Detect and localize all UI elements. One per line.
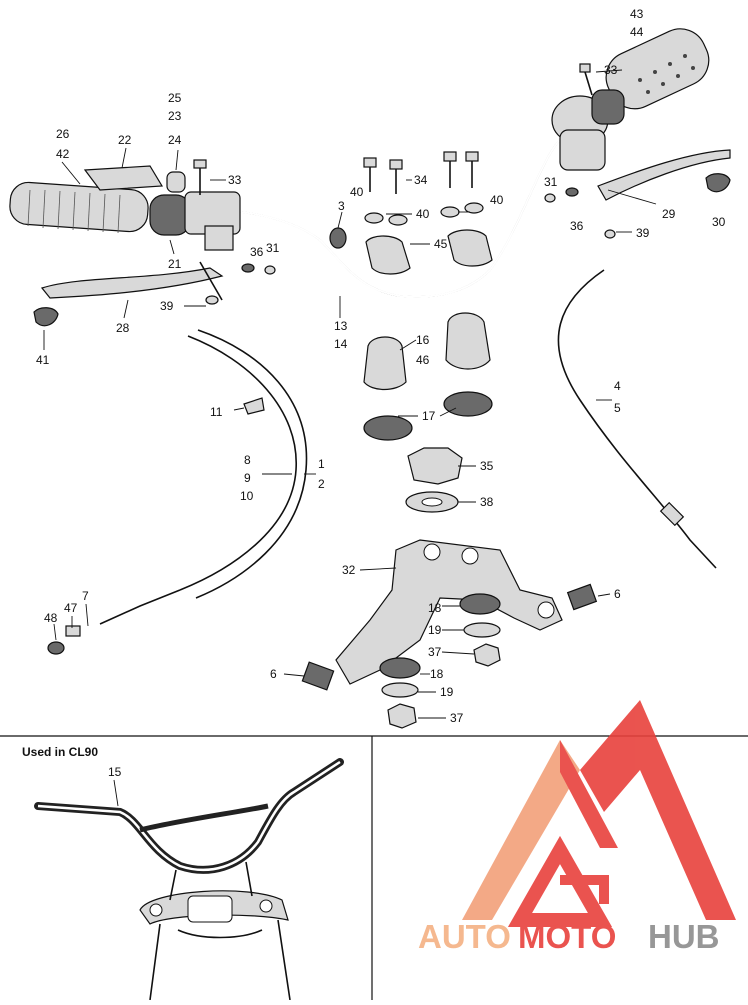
left-lever-housing: [149, 191, 241, 251]
label-33-right: 33: [604, 63, 618, 77]
cap-24: [166, 171, 186, 193]
label-25: 25: [168, 91, 182, 105]
label-13: 13: [334, 319, 348, 333]
label-33-left: 33: [228, 173, 242, 187]
watermark-text-moto: MOTO: [518, 918, 616, 955]
label-26: 26: [56, 127, 70, 141]
label-48: 48: [44, 611, 58, 625]
label-19-upper: 19: [428, 623, 442, 637]
label-43: 43: [630, 7, 644, 21]
label-17: 17: [422, 409, 436, 423]
label-45: 45: [434, 237, 448, 251]
label-40-c: 40: [490, 193, 504, 207]
lever-cap-30: [705, 173, 731, 193]
bolt-33-left: [193, 159, 207, 195]
lower-holders-16: [363, 312, 491, 391]
label-6-right: 6: [614, 587, 621, 601]
label-40-a: 40: [350, 185, 364, 199]
right-brake-lever: [597, 149, 731, 201]
label-15: 15: [108, 765, 122, 779]
washers-40: [364, 202, 484, 226]
label-18-upper: 18: [428, 601, 442, 615]
clip-3: [329, 227, 347, 249]
left-grip: [9, 181, 149, 234]
label-41: 41: [36, 353, 50, 367]
lever-cap-41: [33, 307, 59, 327]
label-31-right: 31: [544, 175, 558, 189]
watermark-logo: AUTO MOTO HUB: [418, 700, 736, 955]
label-16: 16: [416, 333, 430, 347]
label-31-left: 31: [266, 241, 280, 255]
inset-section: Used in CL90 15: [0, 735, 748, 1001]
label-2: 2: [318, 477, 325, 491]
bolts-34: [363, 151, 479, 194]
label-34: 34: [414, 173, 428, 187]
label-37-lower: 37: [450, 711, 464, 725]
label-38: 38: [480, 495, 494, 509]
right-lever-housing: [551, 89, 625, 171]
label-39-left: 39: [160, 299, 174, 313]
label-42: 42: [56, 147, 70, 161]
label-4: 4: [614, 379, 621, 393]
bracket-32: [335, 539, 563, 685]
label-3: 3: [338, 199, 345, 213]
label-5: 5: [614, 401, 621, 415]
clip-11: [243, 397, 265, 415]
label-29: 29: [662, 207, 676, 221]
label-39-right: 39: [636, 226, 650, 240]
label-18-lower: 18: [430, 667, 444, 681]
nut-35: [407, 447, 463, 485]
label-30: 30: [712, 215, 726, 229]
label-40-b: 40: [416, 207, 430, 221]
label-1: 1: [318, 457, 325, 471]
label-24: 24: [168, 133, 182, 147]
label-10: 10: [240, 489, 254, 503]
label-14: 14: [334, 337, 348, 351]
upper-clamps-45: [365, 229, 493, 275]
label-44: 44: [630, 25, 644, 39]
label-19-lower: 19: [440, 685, 454, 699]
leader-lines: [43, 69, 657, 719]
mount-hardware: [379, 593, 501, 729]
clutch-cable: [47, 329, 308, 655]
label-21: 21: [168, 257, 182, 271]
label-47: 47: [64, 601, 78, 615]
label-46: 46: [416, 353, 430, 367]
watermark-text-auto: AUTO: [418, 918, 511, 955]
bolt-33-right: [579, 63, 593, 96]
label-23: 23: [168, 109, 182, 123]
handlebar-main: [149, 139, 561, 298]
switch-22: [83, 165, 164, 191]
inset-caption: Used in CL90: [22, 745, 98, 759]
label-9: 9: [244, 471, 251, 485]
label-6-left: 6: [270, 667, 277, 681]
small-fasteners: [205, 187, 616, 305]
label-32: 32: [342, 563, 356, 577]
label-36-right: 36: [570, 219, 584, 233]
label-8: 8: [244, 453, 251, 467]
label-11: 11: [210, 405, 223, 419]
watermark-text-hub: HUB: [648, 918, 720, 955]
cable-clamps-6: [301, 583, 598, 691]
label-28: 28: [116, 321, 130, 335]
label-22: 22: [118, 133, 132, 147]
rubber-cushions-17: [363, 391, 493, 441]
left-clutch-lever: [40, 261, 224, 301]
label-36-left: 36: [250, 245, 264, 259]
label-35: 35: [480, 459, 494, 473]
label-37-upper: 37: [428, 645, 442, 659]
label-7: 7: [82, 589, 89, 603]
brake-cable: [557, 269, 717, 569]
part-number-labels: 43 44 33 25 23 24 26 42 22 33 34 40 40 4…: [36, 7, 726, 725]
